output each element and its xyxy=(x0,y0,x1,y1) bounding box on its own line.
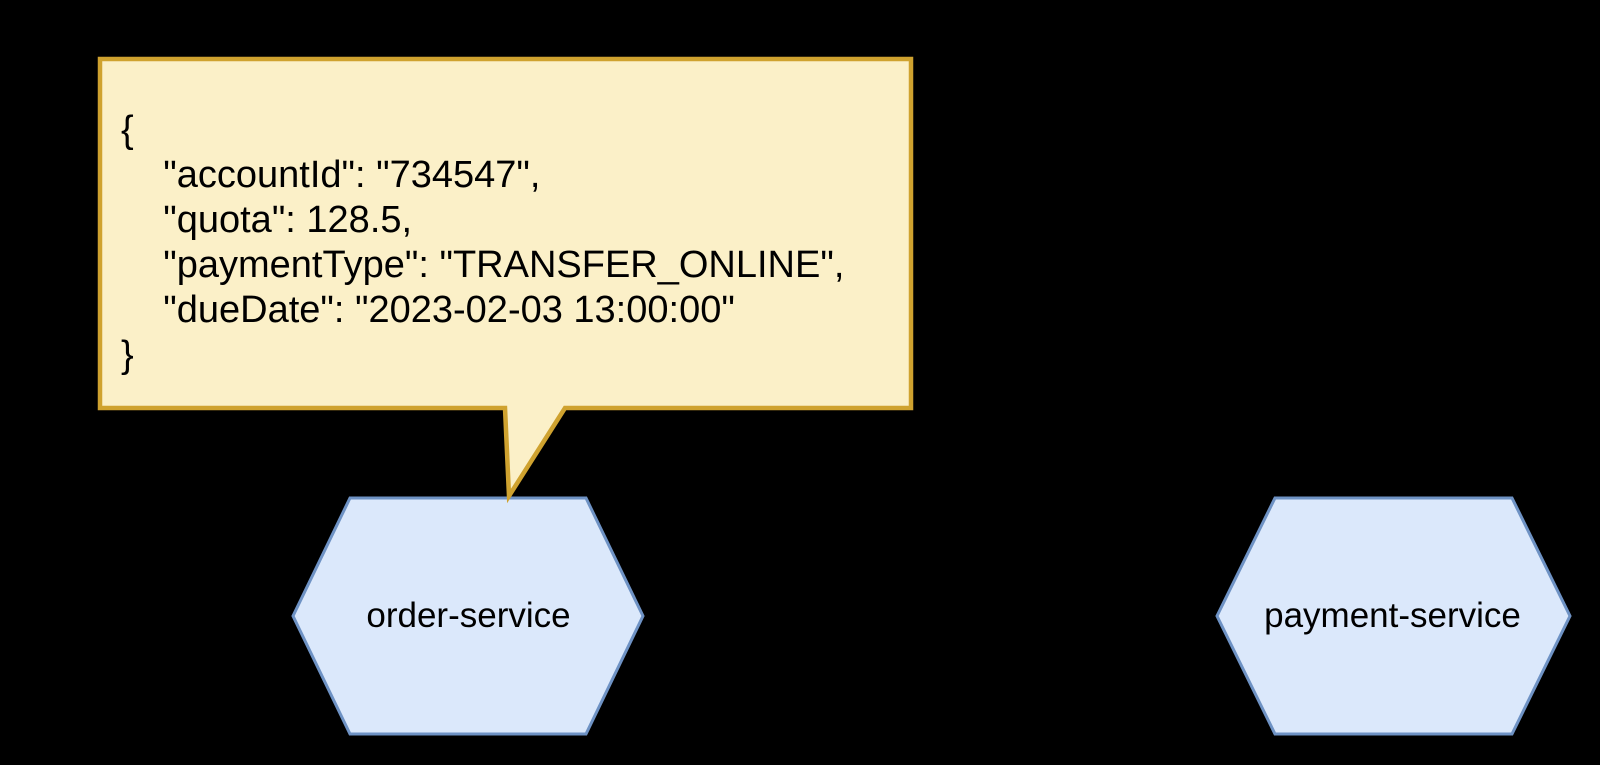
hexagon-payment-service xyxy=(1215,496,1572,736)
node-label-payment-service: payment-service xyxy=(1264,596,1521,635)
hexagon-order-service xyxy=(291,496,645,736)
callout-json-text: { "accountId": "734547", "quota": 128.5,… xyxy=(121,109,845,376)
callout-bubble-shape xyxy=(97,56,914,504)
node-label-order-service: order-service xyxy=(366,596,571,635)
